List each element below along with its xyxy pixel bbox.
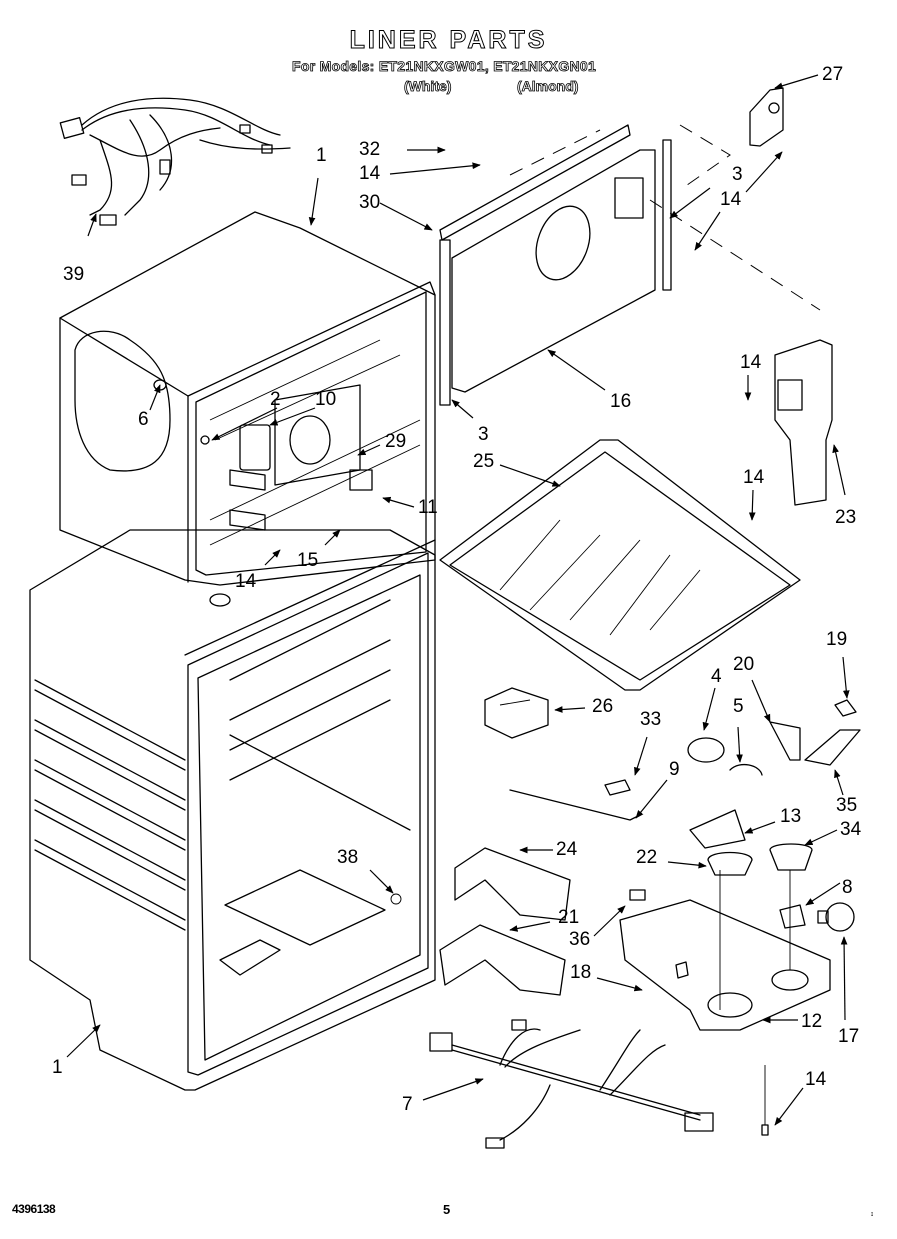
callout-20: 20 [733, 654, 755, 675]
callout-26-control: 26 [592, 696, 614, 717]
callout-17: 17 [838, 1026, 860, 1047]
callout-27: 27 [822, 64, 844, 85]
corner-mark: ɪ [871, 1212, 874, 1218]
callout-2: 2 [270, 389, 281, 410]
callout-6: 6 [138, 409, 149, 430]
callout-19: 19 [826, 629, 848, 650]
leader-lines [66, 74, 850, 1126]
callout-30: 30 [359, 192, 381, 213]
callout-38: 38 [337, 847, 359, 868]
callout-36: 36 [569, 929, 591, 950]
freezer-liner [59, 211, 436, 586]
callout-14-duct-screw: 14 [740, 352, 762, 373]
callout-18: 18 [570, 962, 592, 983]
callout-22: 22 [636, 847, 658, 868]
callout-23-air-duct: 23 [835, 507, 857, 528]
callout-35: 35 [836, 795, 858, 816]
shield-27 [749, 87, 784, 147]
callout-11: 11 [418, 497, 438, 518]
callout-29: 29 [385, 431, 407, 452]
wire-harness-39 [59, 97, 291, 226]
shelf-25 [439, 439, 801, 691]
callout-14-shield-screw: 14 [720, 189, 742, 210]
page-number: 5 [443, 1202, 451, 1217]
callout-10: 10 [315, 389, 337, 410]
control-housing [200, 384, 373, 531]
back-panel [439, 124, 821, 406]
callout-1-fresh-food-liner: 1 [52, 1057, 63, 1078]
callout-3-lower: 3 [478, 424, 489, 445]
callout-32: 32 [359, 139, 381, 160]
callout-33: 33 [640, 709, 662, 730]
callout-34: 34 [840, 819, 862, 840]
callout-8: 8 [842, 877, 853, 898]
fresh-food-liner [29, 529, 436, 1091]
variant-white: (White) [404, 78, 452, 95]
callout-7-wire-harness: 7 [402, 1094, 413, 1115]
control-26 [484, 687, 549, 739]
callout-13: 13 [780, 806, 802, 827]
page-title: LINER PARTS [349, 26, 548, 55]
screw-14-bottom [761, 1065, 769, 1136]
callout-9: 9 [669, 759, 680, 780]
callout-4: 4 [711, 666, 722, 687]
callout-21: 21 [558, 907, 580, 928]
callout-5: 5 [733, 696, 744, 717]
callout-14-screw-top: 14 [359, 163, 381, 184]
callout-15: 15 [297, 550, 319, 571]
callout-12-light-housing: 12 [801, 1011, 823, 1032]
callout-14-housing-bottom-screw: 14 [805, 1069, 827, 1090]
callout-16-back-panel: 16 [610, 391, 632, 412]
callout-14-shelf-screw: 14 [743, 467, 765, 488]
wire-harness-7 [429, 1019, 714, 1149]
air-duct-23 [774, 339, 833, 506]
callout-25-shelf: 25 [473, 451, 495, 472]
crisper-cover-24 [439, 847, 571, 996]
document-number: 4396138 [12, 1202, 56, 1216]
variant-almond: (Almond) [517, 78, 579, 95]
models-line: For Models: ET21NKXGW01, ET21NKXGN01 [292, 58, 597, 75]
callout-14-housing-screw: 14 [235, 571, 257, 592]
callout-24-crisper-cover: 24 [556, 839, 578, 860]
callout-3-top: 3 [732, 164, 743, 185]
callout-39-wire-harness: 39 [63, 264, 85, 285]
light-housing-12 [619, 870, 855, 1031]
callout-1-freezer-liner: 1 [316, 145, 327, 166]
